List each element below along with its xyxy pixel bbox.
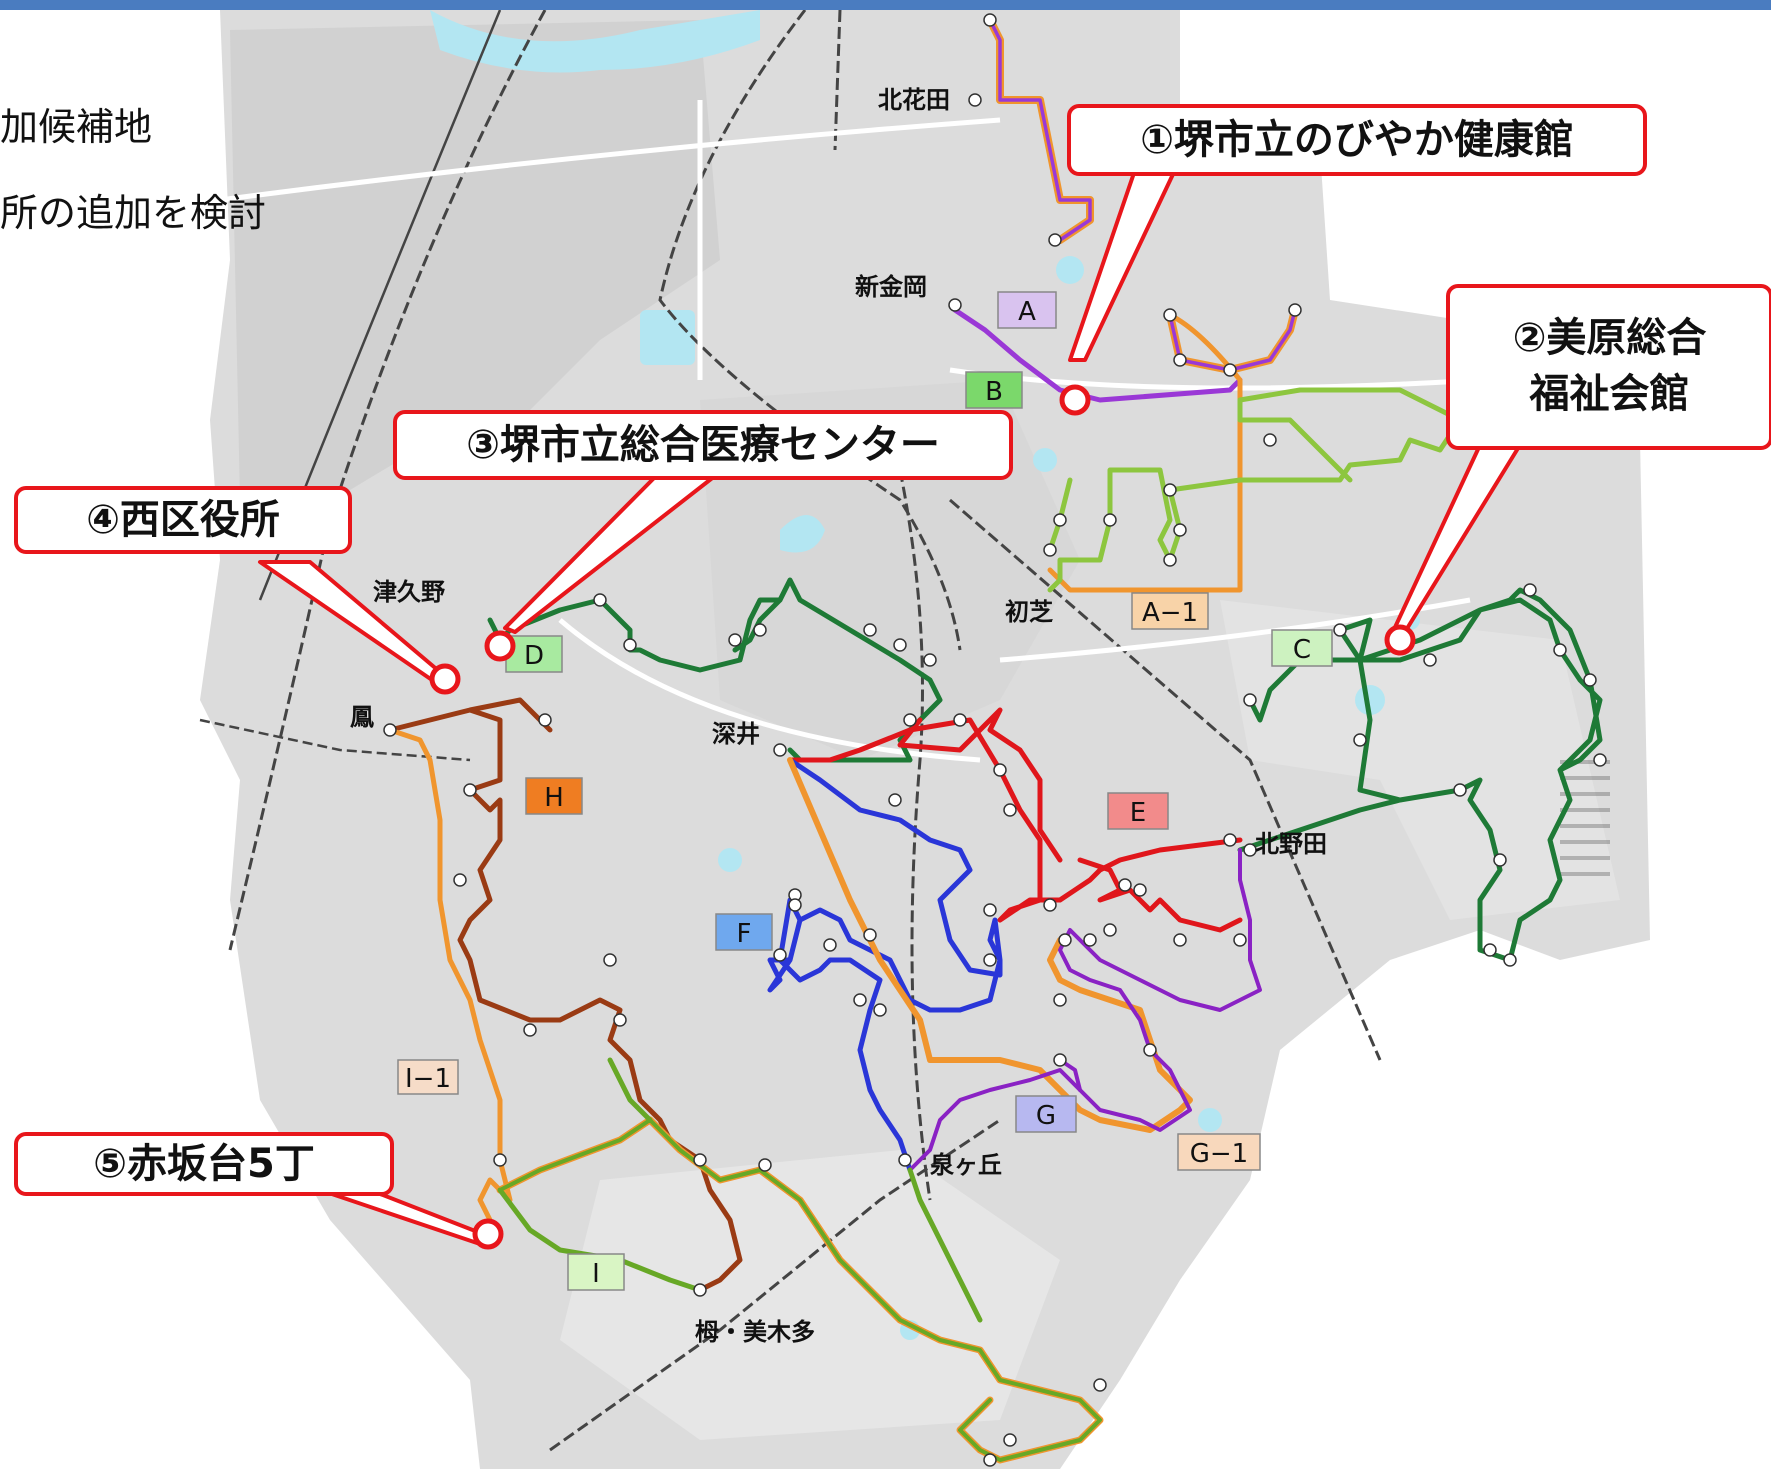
route-tag-C: C — [1271, 629, 1333, 667]
header-bar — [0, 0, 1771, 10]
callout-mihara-welfare-hall: ②美原総合 福祉会館 — [1446, 284, 1771, 450]
station-shinkanaoka: 新金岡 — [855, 273, 927, 301]
callout-general-medical-center: ③堺市立総合医療センター — [393, 410, 1013, 480]
route-tag-A1: A−1 — [1131, 592, 1209, 630]
station-fukai: 深井 — [712, 720, 760, 748]
moat-pond — [640, 310, 695, 365]
route-tag-F: F — [715, 913, 773, 951]
route-G1-line — [787, 757, 1193, 1133]
callout-pointers — [258, 168, 1522, 1250]
svg-text:G−1: G−1 — [1190, 1139, 1248, 1169]
station-otori: 鳳 — [350, 703, 374, 731]
route-tag-G: G — [1015, 1095, 1077, 1133]
svg-text:C: C — [1293, 635, 1311, 665]
route-tag-B: B — [965, 371, 1023, 409]
route-map: 北花田 新金岡 津久野 初芝 鳳 深井 北野田 泉ヶ丘 栂・美木多 A B A−… — [199, 10, 1650, 1469]
marker-c3 — [484, 630, 516, 662]
route-A1-line — [1047, 312, 1243, 593]
callout-c2-line2: 福祉会館 — [1529, 371, 1690, 417]
route-stops — [383, 13, 1607, 1467]
svg-text:A: A — [1018, 297, 1036, 327]
marker-c4 — [429, 663, 461, 695]
route-G-line — [908, 848, 1262, 1172]
legend-text-1: 加候補地 — [0, 105, 153, 149]
callout-akasakadai: ⑤赤坂台5丁 — [14, 1132, 394, 1196]
route-tag-G1: G−1 — [1177, 1133, 1261, 1171]
svg-text:E: E — [1130, 798, 1146, 828]
callout-c2-line1: ②美原総合 — [1512, 315, 1707, 361]
route-tag-I1: I−1 — [397, 1059, 459, 1095]
svg-text:H: H — [544, 783, 564, 813]
route-tag-I: I — [567, 1253, 625, 1291]
callout-nobiyaka-health-center: ①堺市立のびやか健康館 — [1067, 104, 1647, 176]
svg-text:D: D — [524, 641, 544, 671]
station-tsukuno: 津久野 — [373, 578, 445, 606]
moat-pond-2 — [780, 515, 825, 553]
station-kitanoda: 北野田 — [1255, 830, 1327, 858]
station-hatsushiba: 初芝 — [1005, 598, 1053, 626]
route-C-line — [1237, 587, 1603, 963]
station-izumigaoka: 泉ヶ丘 — [930, 1151, 1002, 1179]
callout-nishi-ward-office: ④西区役所 — [14, 486, 352, 554]
route-tag-D: D — [505, 635, 563, 673]
legend-text-2: 所の追加を検討 — [0, 191, 267, 235]
marker-c5 — [472, 1218, 504, 1250]
route-I1-line — [387, 727, 513, 1223]
route-tag-H: H — [525, 777, 583, 815]
route-F-line — [777, 757, 1003, 1173]
marker-c2 — [1384, 624, 1416, 656]
station-kitahanada: 北花田 — [878, 86, 950, 114]
svg-text:B: B — [985, 377, 1003, 407]
svg-text:I: I — [592, 1259, 600, 1289]
marker-c1 — [1059, 384, 1091, 416]
route-tag-E: E — [1107, 792, 1169, 830]
station-togamikita: 栂・美木多 — [695, 1318, 815, 1346]
water-area — [430, 10, 760, 73]
svg-text:I−1: I−1 — [405, 1064, 451, 1094]
svg-text:A−1: A−1 — [1142, 598, 1198, 628]
route-tag-A: A — [997, 291, 1057, 329]
svg-text:F: F — [737, 919, 752, 949]
map-background — [200, 10, 1650, 1469]
svg-text:G: G — [1036, 1101, 1056, 1131]
